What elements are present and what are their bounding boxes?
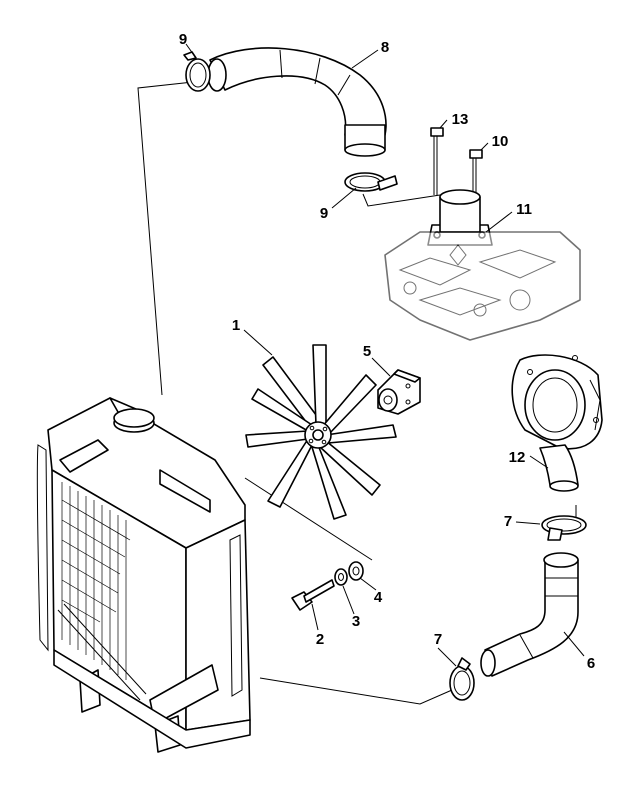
callout-leaders [185,43,585,667]
fan [245,344,397,520]
callout-5: 5 [363,343,371,360]
bolt [291,579,335,611]
callout-13: 13 [452,111,469,128]
callout-2: 2 [316,631,324,648]
fan-spacer [377,369,421,415]
callout-3: 3 [352,613,360,630]
callout-12: 12 [509,449,526,466]
hose-clamp-lower [541,515,587,541]
callout-7-lower: 7 [434,631,442,648]
callout-6: 6 [587,655,595,672]
callout-labels: 9 8 9 13 10 11 1 5 12 7 2 3 4 7 6 [179,31,595,672]
lower-radiator-hose [480,552,579,677]
callout-9-top: 9 [179,31,187,48]
callout-11: 11 [516,201,532,218]
callout-9-bottom: 9 [320,205,328,222]
thermostat-housing-bolt [430,127,444,195]
upper-radiator-hose [207,47,387,157]
callout-4: 4 [374,589,383,606]
radiator [36,397,251,753]
hose-clamp-lower [449,657,475,701]
callout-1: 1 [232,317,240,334]
callout-8: 8 [381,39,389,56]
assembly-lines [137,81,577,705]
callout-7-upper: 7 [504,513,512,530]
hose-clamp-upper [183,51,211,92]
lock-washer [334,568,348,586]
water-pump-pipe [539,444,579,492]
flat-washer [348,561,364,581]
engine-cylinder-head [384,231,581,341]
water-pump [511,354,603,450]
hose-clamp-upper [344,172,398,192]
callout-10: 10 [492,133,509,150]
